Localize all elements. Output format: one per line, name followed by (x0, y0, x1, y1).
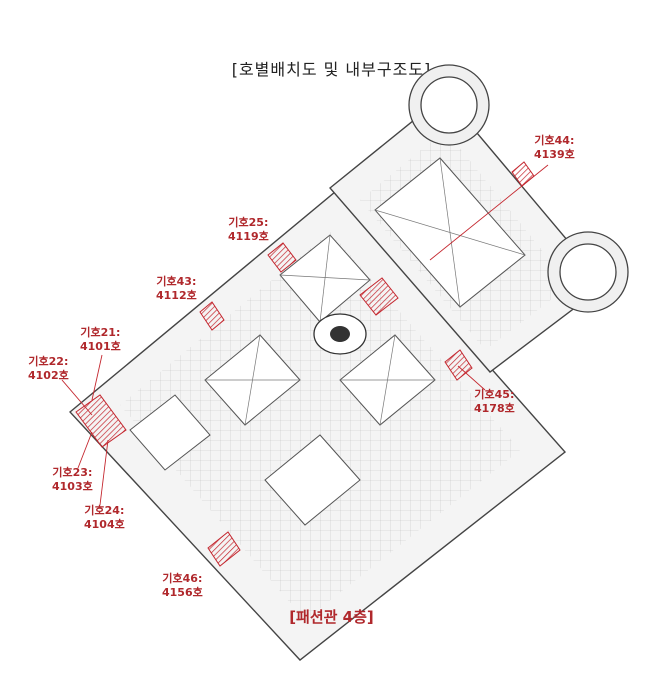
highlighted-units (75, 161, 535, 567)
unit-label-46: 기호46: 4156호 (162, 572, 203, 600)
unit-center (359, 277, 399, 316)
unit-label-45: 기호45: 4178호 (474, 388, 515, 416)
unit-code: 기호45: (474, 388, 515, 401)
unit-code: 기호23: (52, 466, 93, 479)
unit-code: 기호44: (534, 134, 575, 147)
leader-lines (61, 164, 549, 506)
unit-4112 (199, 301, 225, 331)
unit-label-24: 기호24: 4104호 (84, 504, 125, 532)
unit-room: 4101호 (80, 340, 121, 353)
unit-room: 4156호 (162, 586, 203, 599)
unit-label-21: 기호21: 4101호 (80, 326, 121, 354)
unit-code: 기호22: (28, 355, 69, 368)
unit-label-23: 기호23: 4103호 (52, 466, 93, 494)
unit-label-43: 기호43: 4112호 (156, 275, 197, 303)
central-escalator (313, 313, 367, 355)
unit-4156 (207, 531, 241, 567)
unit-room: 4119호 (228, 230, 269, 243)
unit-code: 기호24: (84, 504, 125, 517)
unit-label-44: 기호44: 4139호 (534, 134, 575, 162)
atrium-e (264, 434, 361, 526)
unit-code: 기호46: (162, 572, 203, 585)
unit-label-25: 기호25: 4119호 (228, 216, 269, 244)
unit-room: 4178호 (474, 402, 515, 415)
unit-4101-4104 (75, 394, 127, 448)
unit-4119 (267, 242, 297, 273)
unit-code: 기호25: (228, 216, 269, 229)
diagram-title: [호별배치도 및 내부구조도] (231, 60, 432, 79)
unit-code: 기호43: (156, 275, 197, 288)
unit-code: 기호21: (80, 326, 121, 339)
unit-room: 4112호 (156, 289, 197, 302)
floor-caption: [패션관 4층] (289, 608, 374, 626)
unit-room: 4104호 (84, 518, 125, 531)
unit-room: 4102호 (28, 369, 69, 382)
towers (408, 64, 629, 313)
unit-room: 4139호 (534, 148, 575, 161)
atrium-c (129, 394, 211, 471)
unit-room: 4103호 (52, 480, 93, 493)
unit-label-22: 기호22: 4102호 (28, 355, 69, 383)
